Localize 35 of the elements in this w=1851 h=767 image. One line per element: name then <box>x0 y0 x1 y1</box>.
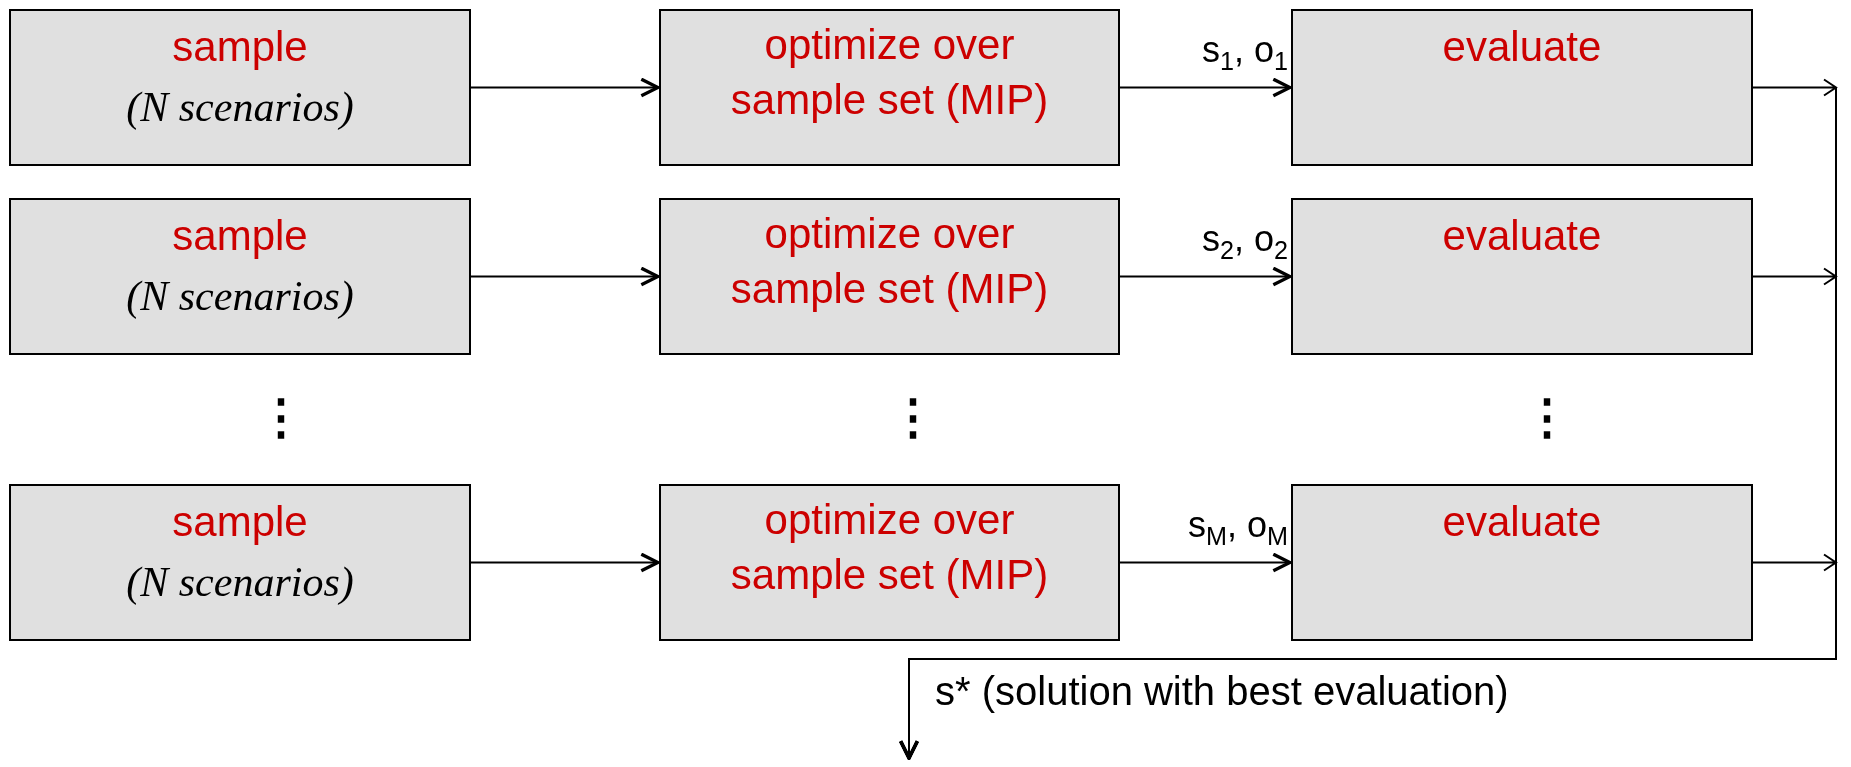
process-box <box>1291 9 1753 166</box>
box-subtitle: (N scenarios) <box>126 558 354 607</box>
box-title: optimize over sample set (MIP) <box>729 495 1050 600</box>
process-box <box>9 9 471 166</box>
arrow <box>470 266 660 287</box>
process-box <box>659 484 1120 641</box>
box-subtitle: (N scenarios) <box>126 272 354 321</box>
process-box <box>9 484 471 641</box>
process-box <box>659 198 1120 355</box>
edge-label: s$_{M}$, o$_{M}$ <box>1188 504 1288 552</box>
process-box <box>1291 198 1753 355</box>
box-title: evaluate <box>1442 211 1602 261</box>
arrow <box>1119 266 1292 287</box>
ellipsis-mark: ⋮ <box>1523 395 1571 441</box>
ellipsis-mark: ⋮ <box>257 395 305 441</box>
process-box <box>1291 484 1753 641</box>
process-box <box>9 198 471 355</box>
output-label: s* (solution with best evaluation) <box>935 668 1509 714</box>
box-title: evaluate <box>1442 22 1602 72</box>
box-title: sample <box>172 22 308 72</box>
arrow <box>470 77 660 98</box>
box-title: sample <box>172 497 308 547</box>
arrow <box>1119 77 1292 98</box>
process-box <box>659 9 1120 166</box>
box-title: evaluate <box>1442 497 1602 547</box>
arrow <box>1119 552 1292 573</box>
box-title: sample <box>172 211 308 261</box>
box-subtitle: (N scenarios) <box>126 83 354 132</box>
edge-label: s$_{2}$, o$_{2}$ <box>1201 218 1288 266</box>
box-title: optimize over sample set (MIP) <box>729 20 1050 125</box>
ellipsis-mark: ⋮ <box>889 395 937 441</box>
arrow <box>899 553 1838 760</box>
edge-label: s$_{1}$, o$_{1}$ <box>1201 29 1288 77</box>
box-title: optimize over sample set (MIP) <box>729 209 1050 314</box>
arrow <box>470 552 660 573</box>
